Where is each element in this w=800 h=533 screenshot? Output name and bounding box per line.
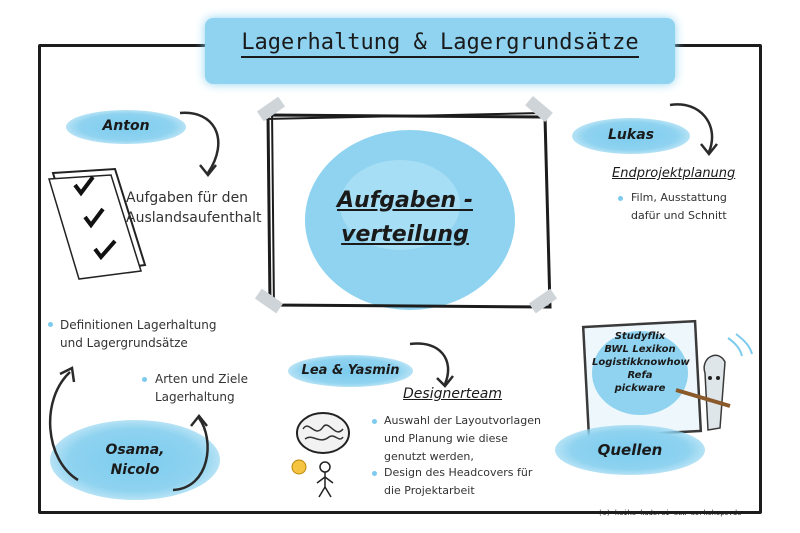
source-item: BWL Lexikon bbox=[604, 344, 676, 355]
lea-role: Designerteam bbox=[403, 386, 503, 402]
anton-task: Aufgaben für den Auslandsaufenthalt bbox=[126, 188, 261, 228]
bullet-dot bbox=[48, 322, 53, 327]
source-item: Refa bbox=[627, 370, 653, 381]
curved-arrow-icon bbox=[409, 342, 454, 388]
osama-badge bbox=[50, 420, 220, 500]
quellen-sources: Studyflix BWL Lexikon Logistikknowhow Re… bbox=[592, 330, 690, 395]
lea-bullet1-line1: Auswahl der Layoutvorlagen bbox=[384, 414, 541, 427]
center-title-line1: Aufgaben - bbox=[337, 188, 473, 213]
osama-bullet2-line2: Lagerhaltung bbox=[155, 390, 235, 404]
copyright-footer: (c) heike kaderei www-workshops.de bbox=[598, 509, 742, 517]
lea-bullet2-line1: Design des Headcovers für bbox=[384, 466, 533, 479]
osama-bullet2: Arten und Ziele Lagerhaltung bbox=[155, 370, 248, 406]
bullet-dot bbox=[372, 471, 377, 476]
brain-icon bbox=[291, 412, 350, 498]
anton-task-line2: Auslandsaufenthalt bbox=[126, 210, 262, 226]
osama-bullet1: Definitionen Lagerhaltung und Lagergrund… bbox=[60, 316, 217, 352]
lea-name: Lea & Yasmin bbox=[301, 363, 400, 378]
lukas-bullet: Film, Ausstattung dafür und Schnitt bbox=[631, 189, 727, 225]
lea-bullet1-line2: und Planung wie diese bbox=[384, 432, 508, 445]
center-title-line2: verteilung bbox=[341, 222, 469, 247]
osama-bullet1-line2: und Lagergrundsätze bbox=[60, 336, 188, 350]
bullet-dot bbox=[372, 419, 377, 424]
bullet-dot bbox=[618, 196, 623, 201]
source-item: pickware bbox=[614, 383, 666, 394]
quellen-label: Quellen bbox=[597, 441, 663, 459]
lea-bullet1: Auswahl der Layoutvorlagen und Planung w… bbox=[384, 412, 541, 466]
curved-arrow-icon bbox=[172, 413, 209, 492]
lukas-badge bbox=[572, 118, 690, 154]
center-frame bbox=[254, 96, 558, 314]
osama-name-line2: Nicolo bbox=[110, 462, 160, 478]
osama-name: Osama, Nicolo bbox=[80, 440, 190, 480]
anton-badge bbox=[66, 110, 186, 144]
osama-name-line1: Osama, bbox=[105, 442, 165, 458]
bullet-dot bbox=[142, 377, 147, 382]
lea-bullet2-line2: die Projektarbeit bbox=[384, 484, 475, 497]
source-item: Studyflix bbox=[614, 331, 666, 342]
osama-bullet1-line1: Definitionen Lagerhaltung bbox=[60, 318, 217, 332]
checklist-icon bbox=[48, 167, 147, 280]
whiteboard-icon bbox=[581, 319, 753, 439]
lea-bullet1-line3: genutzt werden, bbox=[384, 450, 474, 463]
quellen-badge bbox=[555, 425, 705, 475]
lukas-bullet-line1: Film, Ausstattung bbox=[631, 191, 727, 204]
page-title: Lagerhaltung & Lagergrundsätze bbox=[205, 30, 675, 58]
curved-arrow-icon bbox=[48, 366, 79, 482]
curved-arrow-icon bbox=[179, 111, 220, 178]
lukas-name: Lukas bbox=[608, 127, 654, 143]
osama-bullet2-line1: Arten und Ziele bbox=[155, 372, 248, 386]
title-banner bbox=[205, 18, 675, 84]
lea-bullet2: Design des Headcovers für die Projektarb… bbox=[384, 464, 532, 500]
source-item: Logistikknowhow bbox=[592, 357, 690, 368]
lukas-bullet-line2: dafür und Schnitt bbox=[631, 209, 727, 222]
curved-arrow-icon bbox=[669, 103, 718, 157]
anton-task-line1: Aufgaben für den bbox=[126, 190, 249, 206]
lukas-role: Endprojektplanung bbox=[612, 166, 736, 181]
anton-name: Anton bbox=[102, 118, 150, 134]
lea-badge bbox=[288, 355, 413, 387]
